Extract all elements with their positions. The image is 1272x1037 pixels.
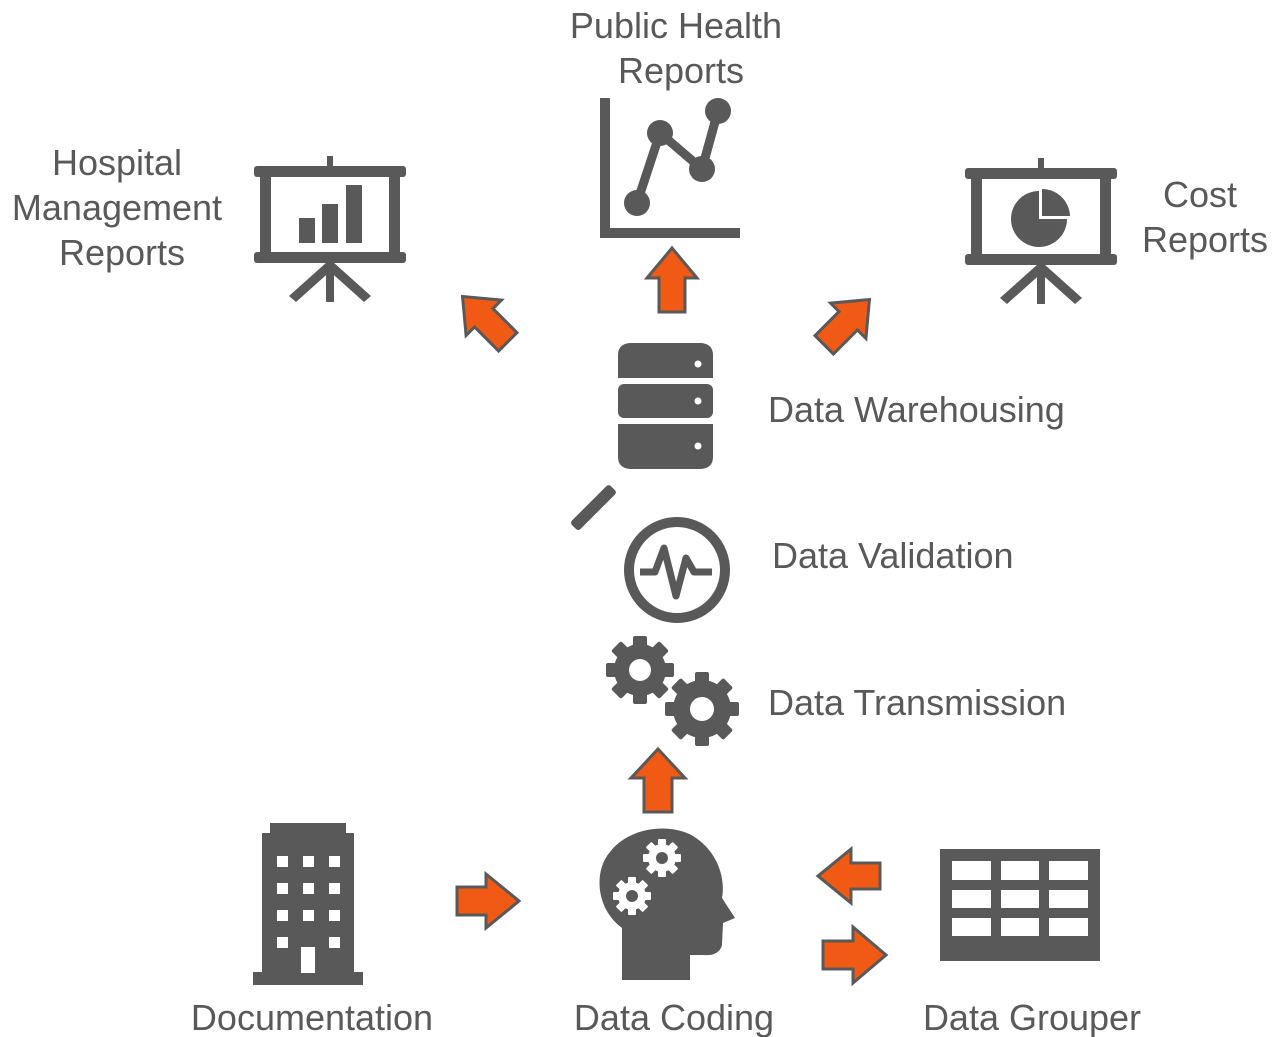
arrow-up-to-public-health-reports [643,245,701,314]
data-transmission-label: Data Transmission [768,682,1066,723]
presentation-pie-chart-icon [965,158,1117,304]
cost-reports-node: Cost Reports [965,158,1268,304]
arrow-data-grouper-to-data-coding [815,845,882,907]
data-coding-label: Data Coding [574,997,774,1037]
line-chart-icon [600,98,740,238]
documentation-label: Documentation [191,997,433,1037]
public-health-reports-label: Public Health Reports [570,5,792,91]
cost-reports-label: Cost Reports [1142,174,1268,260]
arrow-documentation-to-data-coding [455,870,522,932]
arrow-to-cost-reports [812,297,872,357]
hospital-management-reports-node: Hospital Management Reports [12,142,406,302]
data-grouper-node: Data Grouper [923,849,1141,1037]
head-with-gears-icon [599,828,735,980]
grid-table-icon [940,849,1100,961]
data-coding-node: Data Coding [574,828,774,1037]
hospital-management-reports-label: Hospital Management Reports [12,142,232,273]
public-health-reports-node: Public Health Reports [570,5,792,238]
arrow-to-hospital-management-reports [460,294,520,354]
data-validation-label: Data Validation [772,535,1014,576]
magnifier-pulse-icon [571,485,730,623]
data-warehousing-node: Data Warehousing [618,343,1065,469]
data-validation-node: Data Validation [571,485,1014,623]
data-grouper-label: Data Grouper [923,997,1141,1037]
gears-icon [606,636,739,746]
presentation-bar-chart-icon [254,156,406,302]
data-transmission-node: Data Transmission [606,636,1066,746]
office-building-icon [253,823,363,985]
arrow-up-to-data-transmission [627,746,689,814]
database-icon [618,343,713,469]
data-warehousing-label: Data Warehousing [768,389,1065,430]
arrow-data-coding-to-data-grouper [821,923,889,987]
documentation-node: Documentation [191,823,433,1037]
